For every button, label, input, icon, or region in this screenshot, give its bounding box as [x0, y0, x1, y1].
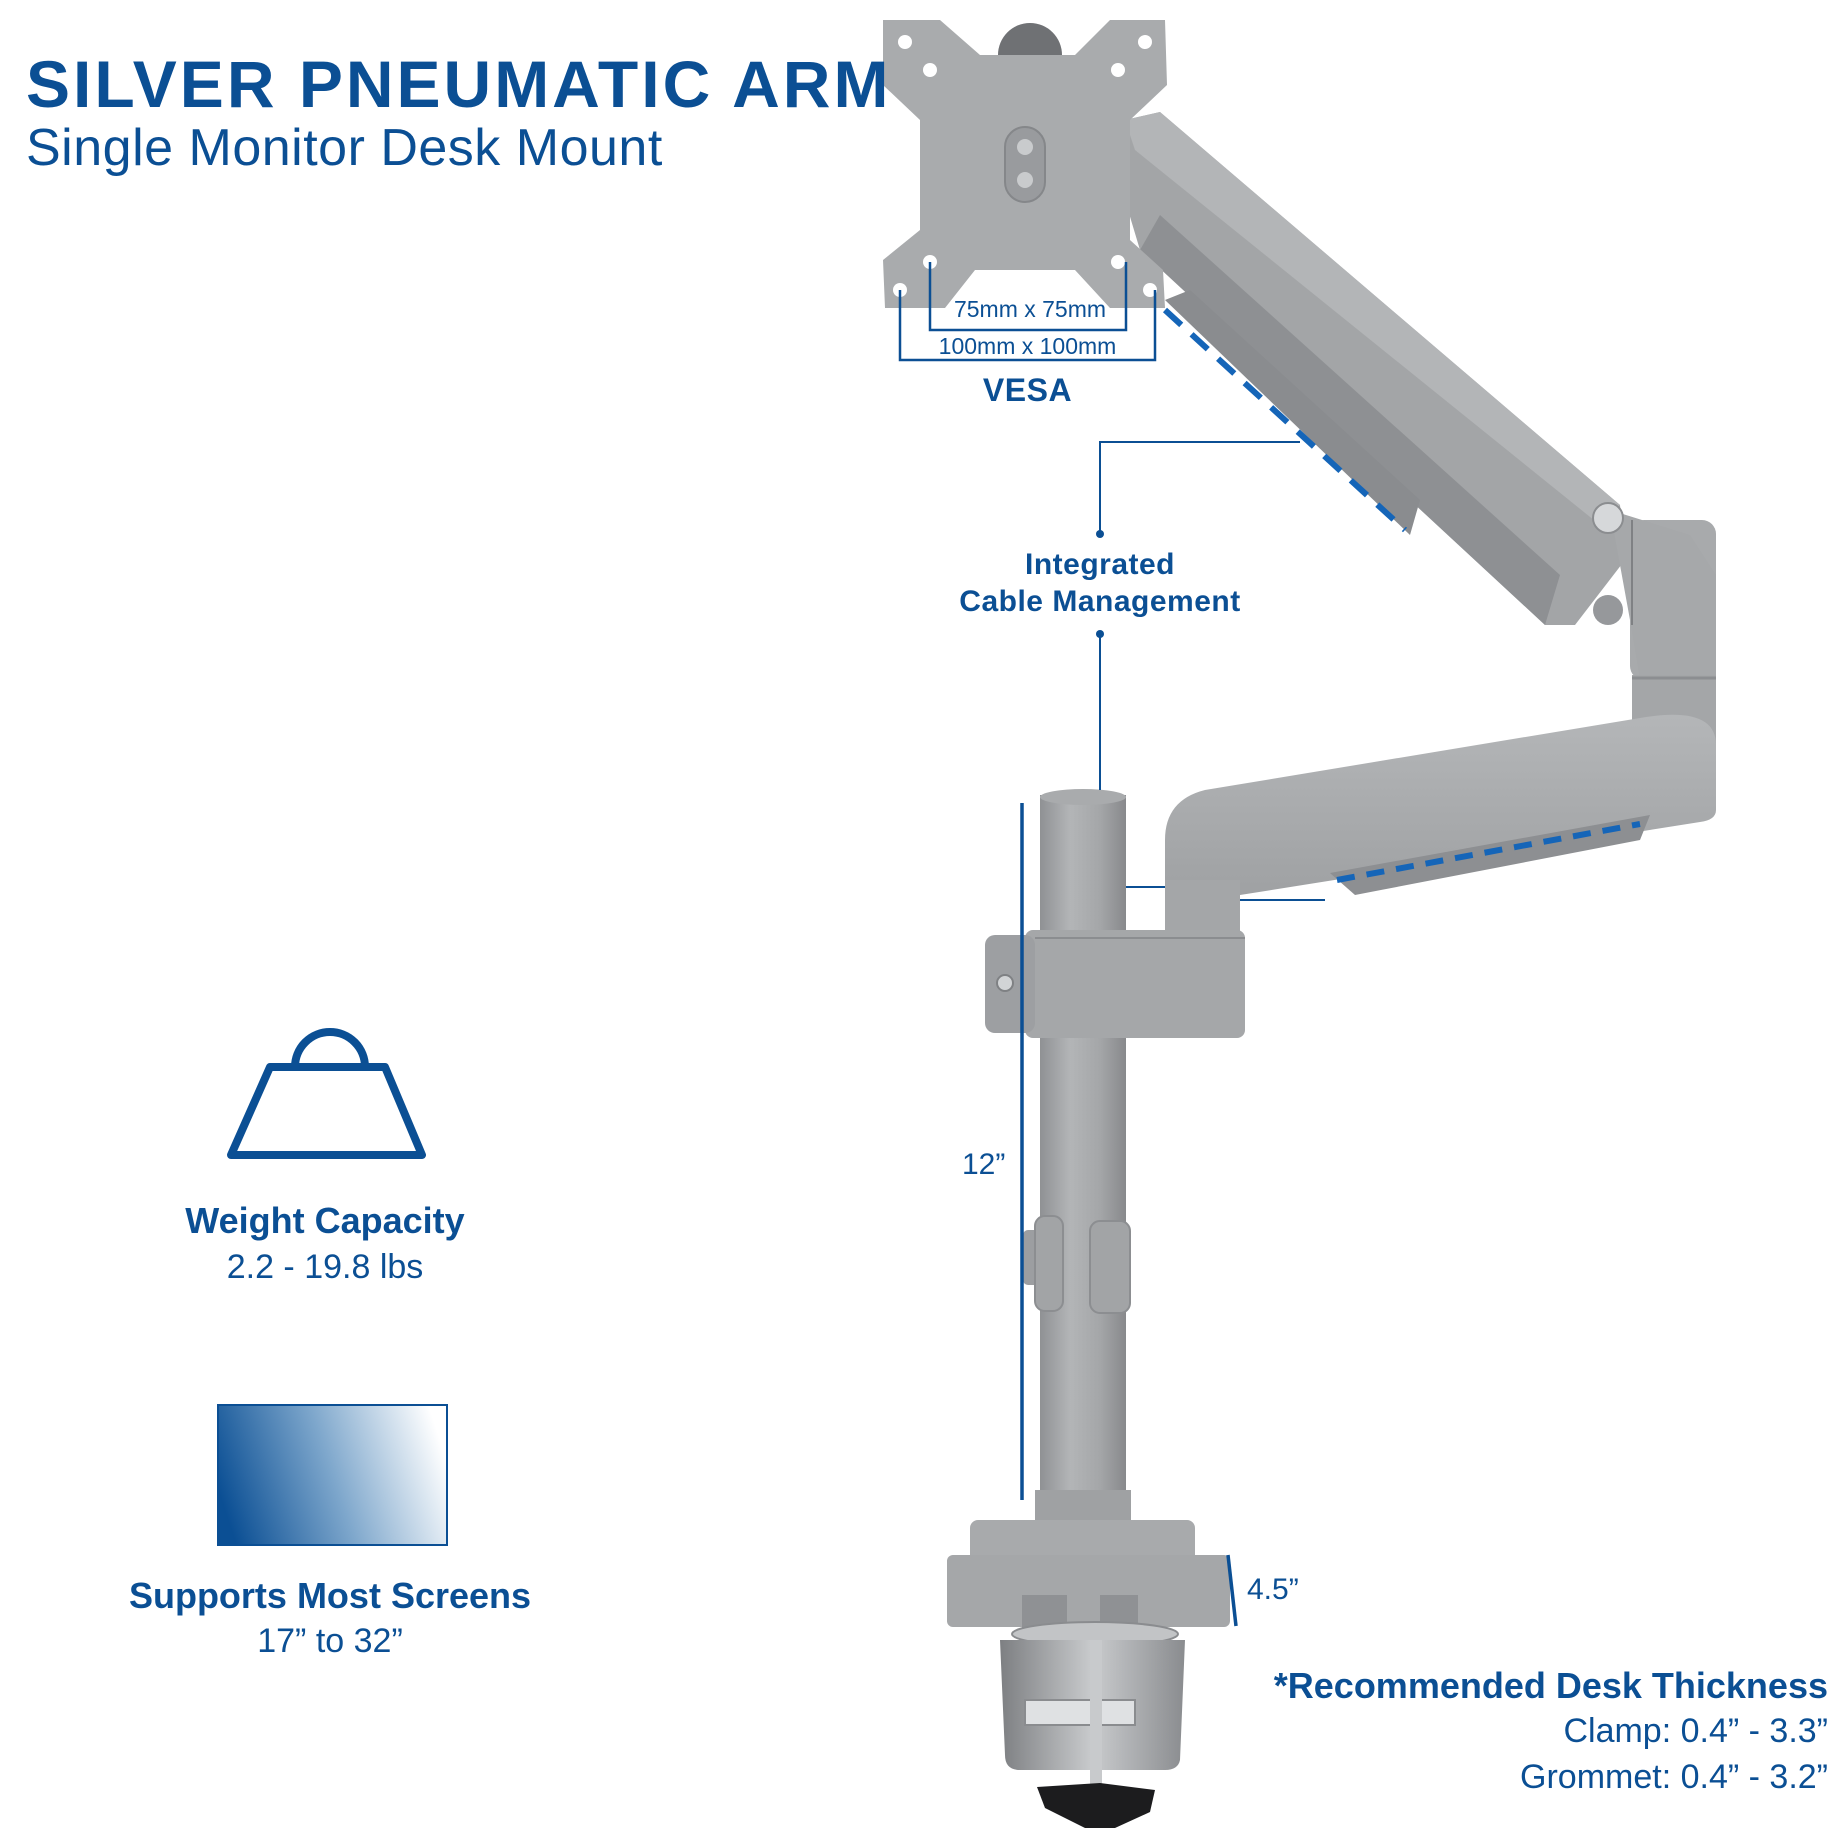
desk-base	[947, 1520, 1230, 1633]
weight-capacity-value: 2.2 - 19.8 lbs	[226, 1248, 424, 1286]
supports-screens-value: 17” to 32”	[257, 1622, 403, 1660]
page-subtitle: Single Monitor Desk Mount	[26, 119, 663, 177]
upper-arm	[1125, 112, 1625, 625]
vesa-label: VESA	[982, 372, 1073, 408]
vesa-outer-label: 100mm x 100mm	[938, 333, 1117, 359]
cable-management-line2: Cable Management	[959, 585, 1241, 618]
clamp-range: Clamp: 0.4” - 3.3”	[1563, 1712, 1828, 1750]
c-clamp	[1000, 1621, 1185, 1828]
vesa-inner-label: 75mm x 75mm	[953, 296, 1107, 322]
page-title: SILVER PNEUMATIC ARM	[26, 47, 892, 121]
weight-capacity-title: Weight Capacity	[185, 1200, 465, 1241]
pole	[1023, 789, 1131, 1530]
cable-management-leader	[1099, 441, 1325, 901]
base-height-label: 4.5”	[1247, 1573, 1299, 1606]
cable-management-line1: Integrated	[1024, 548, 1176, 581]
vesa-plate	[883, 20, 1167, 308]
lower-arm	[1165, 714, 1716, 940]
screen-gradient-icon	[217, 1404, 448, 1546]
desk-thickness-title: *Recommended Desk Thickness	[1273, 1665, 1828, 1706]
pole-collar	[985, 930, 1245, 1038]
grommet-range: Grommet: 0.4” - 3.2”	[1520, 1758, 1828, 1796]
base-height-dimension-line	[1226, 1554, 1238, 1627]
supports-screens-title: Supports Most Screens	[128, 1575, 532, 1616]
pole-height-label: 12”	[962, 1148, 1006, 1181]
weight-icon	[227, 1028, 426, 1159]
vesa-dimension-lines	[898, 262, 1157, 362]
